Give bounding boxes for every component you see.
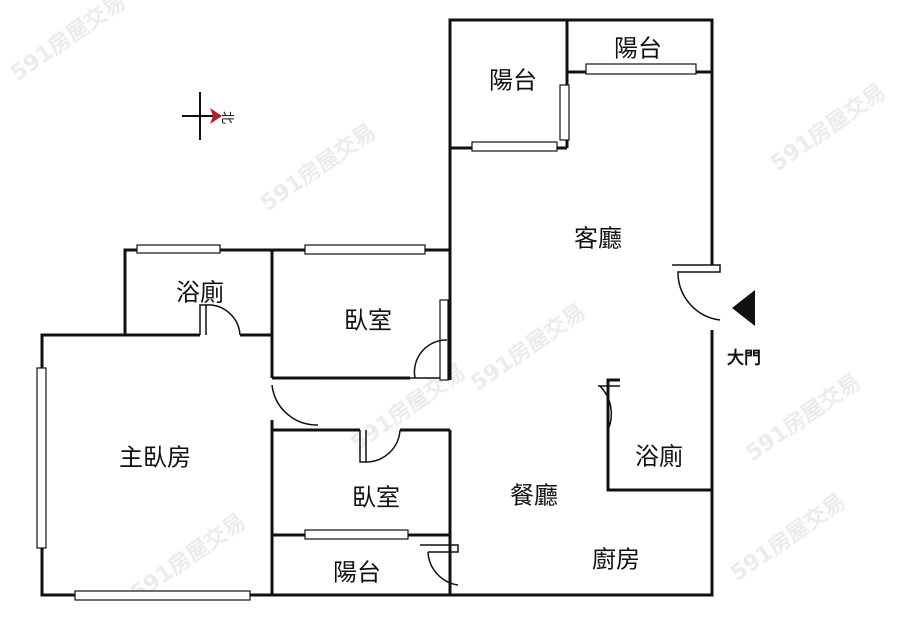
room-label-dining-room: 餐廳 <box>510 481 558 510</box>
room-label-kitchen: 廚房 <box>592 545 640 574</box>
room-label-bathroom: 浴廁 <box>635 442 683 471</box>
room-label-master-bedroom: 主臥房 <box>119 443 191 472</box>
room-label-balcony: 陽台 <box>614 34 662 63</box>
room-label-bedroom: 臥室 <box>352 483 400 512</box>
compass-icon <box>182 92 222 140</box>
room-label-balcony: 陽台 <box>489 66 537 95</box>
entrance-label: 大門 <box>727 348 761 369</box>
room-label-bedroom: 臥室 <box>344 306 392 335</box>
compass-north-label: 北 <box>219 110 235 125</box>
room-label-living-room: 客廳 <box>574 224 622 253</box>
room-label-balcony: 陽台 <box>333 558 381 587</box>
room-label-bathroom: 浴廁 <box>176 278 224 307</box>
entrance-arrow-icon <box>732 290 755 326</box>
